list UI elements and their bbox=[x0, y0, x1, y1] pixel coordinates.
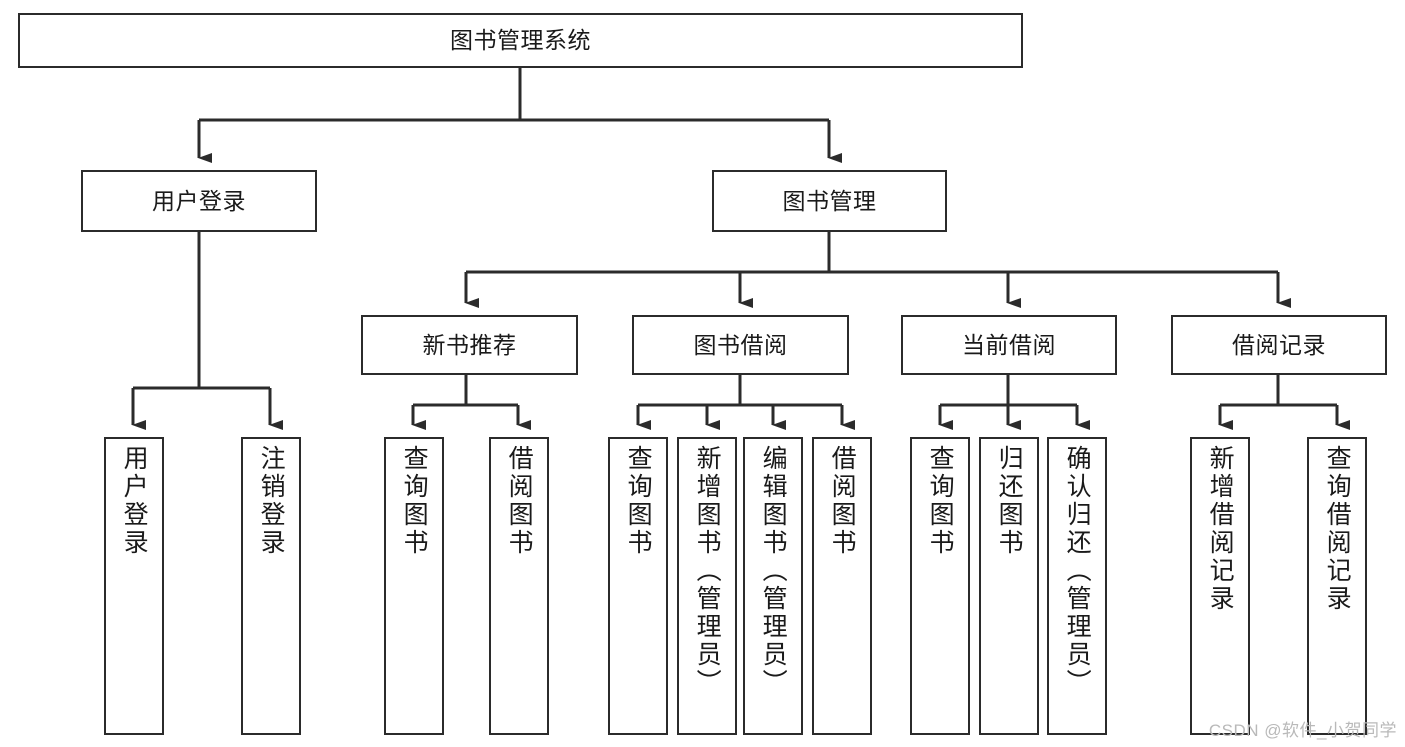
node-label: 用户登录 bbox=[120, 445, 149, 557]
node-label: 图书借阅 bbox=[693, 331, 788, 358]
node-label: 借阅记录 bbox=[1232, 331, 1326, 358]
node-label: 借阅图书 bbox=[828, 445, 857, 557]
node-label: 编辑图书（管理员） bbox=[759, 445, 788, 697]
leaf-user-login-login[interactable]: 用户登录 bbox=[104, 437, 164, 735]
node-root[interactable]: 图书管理系统 bbox=[18, 13, 1023, 68]
leaf-borrow-record-query[interactable]: 查询借阅记录 bbox=[1307, 437, 1367, 735]
node-new-book-recommend[interactable]: 新书推荐 bbox=[361, 315, 578, 375]
node-borrow-record[interactable]: 借阅记录 bbox=[1171, 315, 1387, 375]
leaf-book-borrow-add[interactable]: 新增图书（管理员） bbox=[677, 437, 737, 735]
node-label: 新增图书（管理员） bbox=[693, 445, 722, 697]
leaf-current-borrow-return[interactable]: 归还图书 bbox=[979, 437, 1039, 735]
leaf-book-borrow-edit[interactable]: 编辑图书（管理员） bbox=[743, 437, 803, 735]
leaf-borrow-record-add[interactable]: 新增借阅记录 bbox=[1190, 437, 1250, 735]
node-label: 注销登录 bbox=[257, 445, 286, 557]
node-label: 图书管理 bbox=[782, 187, 877, 214]
node-label: 归还图书 bbox=[995, 445, 1024, 557]
leaf-new-book-borrow[interactable]: 借阅图书 bbox=[489, 437, 549, 735]
node-user-login[interactable]: 用户登录 bbox=[81, 170, 317, 232]
watermark: CSDN @软件_小贺同学 bbox=[1208, 721, 1397, 740]
leaf-current-borrow-query[interactable]: 查询图书 bbox=[910, 437, 970, 735]
node-label: 借阅图书 bbox=[505, 445, 534, 557]
node-label: 确认归还（管理员） bbox=[1063, 445, 1092, 697]
leaf-book-borrow-query[interactable]: 查询图书 bbox=[608, 437, 668, 735]
node-label: 图书管理系统 bbox=[450, 27, 591, 54]
node-label: 查询图书 bbox=[624, 445, 653, 557]
leaf-user-login-logout[interactable]: 注销登录 bbox=[241, 437, 301, 735]
node-current-borrow[interactable]: 当前借阅 bbox=[901, 315, 1117, 375]
node-label: 当前借阅 bbox=[962, 331, 1056, 358]
leaf-book-borrow-borrow[interactable]: 借阅图书 bbox=[812, 437, 872, 735]
node-label: 查询图书 bbox=[400, 445, 429, 557]
node-label: 新书推荐 bbox=[422, 331, 517, 358]
node-label: 用户登录 bbox=[152, 187, 246, 214]
node-label: 查询图书 bbox=[926, 445, 955, 557]
node-label: 新增借阅记录 bbox=[1206, 445, 1235, 613]
node-book-borrow[interactable]: 图书借阅 bbox=[632, 315, 849, 375]
node-book-management[interactable]: 图书管理 bbox=[712, 170, 947, 232]
leaf-current-borrow-confirm-return[interactable]: 确认归还（管理员） bbox=[1047, 437, 1107, 735]
node-label: 查询借阅记录 bbox=[1323, 445, 1352, 613]
leaf-new-book-query[interactable]: 查询图书 bbox=[384, 437, 444, 735]
